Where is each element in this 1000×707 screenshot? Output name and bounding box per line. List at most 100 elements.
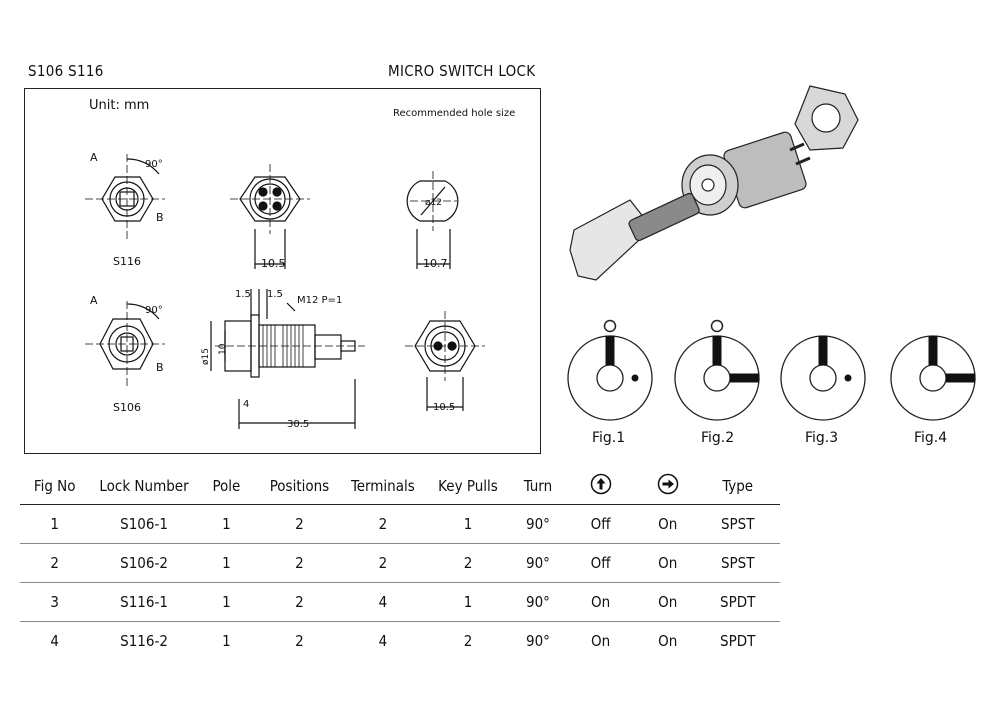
cell-terminals: 4 <box>344 582 422 622</box>
dim-30-5: 30.5 <box>287 419 309 430</box>
cell-turn: 90° <box>514 582 562 622</box>
cell-pole: 1 <box>222 632 231 650</box>
cell-up-state: On <box>590 632 611 650</box>
col-lock-number: Lock Number <box>89 468 199 505</box>
cell-up-state: Off <box>561 504 641 544</box>
model-numbers: S106 S116 <box>28 62 104 80</box>
right-arrow-circle-icon <box>657 473 678 495</box>
table-row: 2 S106-2 1 2 2 2 90° Off On SPST <box>20 543 780 583</box>
cell-right-state: On <box>640 582 696 622</box>
dim-4: 4 <box>243 399 249 410</box>
label-a-top: A <box>90 151 98 164</box>
cell-right-state: On <box>658 632 678 650</box>
cell-up-state: Off <box>561 543 641 583</box>
fig-3-inner-ring <box>809 364 837 392</box>
fig-2-label: Fig.2 <box>701 430 735 446</box>
cell-turn: 90° <box>514 543 562 583</box>
dim-side-1: 1.5 <box>235 289 251 300</box>
cell-positions: 2 <box>254 504 345 544</box>
fig-4-inner-ring <box>919 364 947 392</box>
label-b-bottom: B <box>156 361 164 374</box>
table-row: 4 S116-2 1 2 4 2 90° On On SPDT <box>20 622 780 661</box>
cell-lock-number: S106-1 <box>89 504 199 544</box>
fig-4-up-bar <box>928 336 938 365</box>
technical-drawing: Unit: mm Recommended hole size A B 90° S… <box>24 88 541 454</box>
page-title: MICRO SWITCH LOCK <box>388 62 536 80</box>
cell-fig-no: 3 <box>20 582 90 622</box>
drawing-svg: Unit: mm Recommended hole size A B 90° S… <box>85 98 515 430</box>
label-b-top: B <box>156 211 164 224</box>
cell-type: SPDT <box>720 632 756 650</box>
cell-pole: 1 <box>198 504 255 544</box>
cell-lock-number: S106-2 <box>89 543 199 583</box>
cell-terminals: 2 <box>344 504 422 544</box>
cell-fig-no: 2 <box>20 543 90 583</box>
fig-2-top-circle <box>710 319 724 333</box>
spec-table: Fig No Lock Number Pole Positions Termin… <box>20 468 780 660</box>
cell-right-state: On <box>640 543 696 583</box>
cell-fig-no: 4 <box>50 632 59 650</box>
dim-side-2: 1.5 <box>267 289 283 300</box>
cell-lock-number: S116-2 <box>120 632 168 650</box>
cell-pole: 1 <box>198 543 255 583</box>
col-terminals: Terminals <box>344 468 422 505</box>
cell-positions: 2 <box>254 543 345 583</box>
unit-label: Unit: mm <box>89 98 149 113</box>
hole-diameter: ø12 <box>425 198 442 208</box>
cell-type: SPDT <box>695 582 780 622</box>
fig-1-dot <box>631 374 639 382</box>
s116-terminal-view <box>230 164 310 269</box>
col-up-position <box>561 468 641 505</box>
col-positions: Positions <box>254 468 345 505</box>
cell-key-pulls: 1 <box>421 504 515 544</box>
table-header-row: Fig No Lock Number Pole Positions Termin… <box>20 468 780 505</box>
cell-key-pulls: 1 <box>421 582 515 622</box>
cell-positions: 2 <box>254 582 345 622</box>
col-type: Type <box>695 468 780 505</box>
table-row: 1 S106-1 1 2 2 1 90° Off On SPST <box>20 504 780 544</box>
label-a-bottom: A <box>90 294 98 307</box>
cell-type: SPST <box>695 543 780 583</box>
cell-terminals: 4 <box>378 632 388 650</box>
col-fig-no: Fig No <box>20 468 90 505</box>
s116-label: S116 <box>113 255 141 268</box>
table-row: 3 S116-1 1 2 4 1 90° On On SPDT <box>20 582 780 622</box>
fig-3-dot <box>844 374 852 382</box>
s116-front-view <box>85 154 165 239</box>
s106-label: S106 <box>113 401 141 414</box>
cell-right-state: On <box>640 504 696 544</box>
fig-1-label: Fig.1 <box>592 430 626 446</box>
thread-label: M12 P=1 <box>297 295 342 306</box>
dim-10: 10 <box>218 343 228 355</box>
cell-key-pulls: 2 <box>463 632 473 650</box>
cell-pole: 1 <box>198 582 255 622</box>
fig-2-up-bar <box>712 336 722 365</box>
cell-positions: 2 <box>295 632 304 650</box>
col-turn: Turn <box>514 468 562 505</box>
fig-3-up-bar <box>818 336 828 365</box>
cell-fig-no: 1 <box>20 504 90 544</box>
dim-dia15: ø15 <box>201 348 211 365</box>
side-view <box>210 289 365 429</box>
col-key-pulls: Key Pulls <box>421 468 515 505</box>
fig-1-top-circle <box>603 319 617 333</box>
s106-front-view <box>85 301 165 387</box>
cell-up-state: On <box>561 582 641 622</box>
recommended-hole <box>406 171 459 269</box>
angle-top: 90° <box>145 159 163 170</box>
dim-hole: 10.7 <box>423 257 448 270</box>
hole-note: Recommended hole size <box>393 108 515 119</box>
cell-type: SPST <box>695 504 780 544</box>
cell-turn: 90° <box>525 632 550 650</box>
product-illustration <box>569 85 859 281</box>
up-arrow-circle-icon <box>590 473 611 495</box>
fig-1-up-bar <box>605 336 615 365</box>
dim-front-top: 10.5 <box>261 257 286 270</box>
cell-lock-number: S116-1 <box>89 582 199 622</box>
angle-bottom: 90° <box>145 305 163 316</box>
cell-turn: 90° <box>514 504 562 544</box>
cell-key-pulls: 2 <box>421 543 515 583</box>
fig-3-label: Fig.3 <box>805 430 839 446</box>
cell-terminals: 2 <box>344 543 422 583</box>
col-pole: Pole <box>198 468 255 505</box>
